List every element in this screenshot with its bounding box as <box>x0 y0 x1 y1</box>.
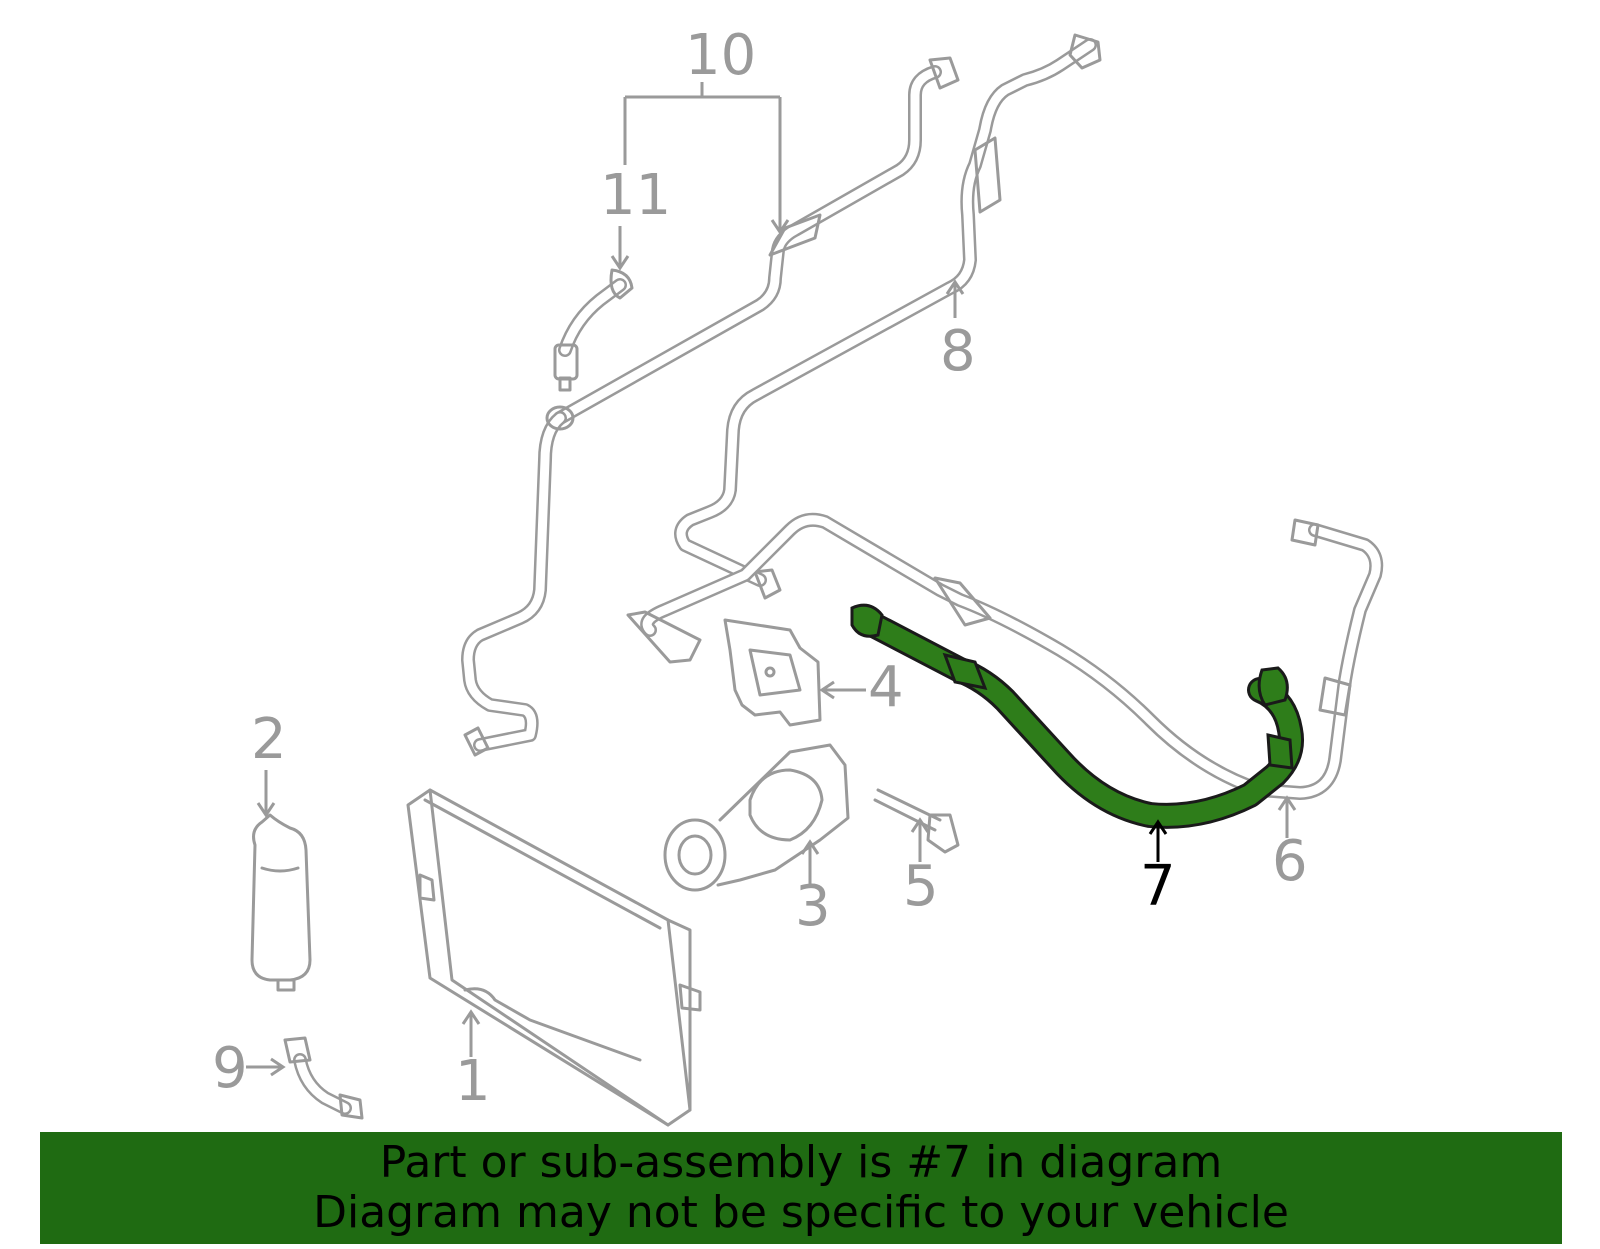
callout-8: 8 <box>940 279 976 384</box>
info-banner: Part or sub-assembly is #7 in diagram Di… <box>40 1132 1562 1244</box>
banner-line-1: Part or sub-assembly is #7 in diagram <box>379 1137 1223 1188</box>
callout-2-label: 2 <box>251 707 287 772</box>
callout-10: 10 <box>623 23 790 235</box>
callout-6: 6 <box>1272 795 1308 894</box>
callout-7: 7 <box>1140 819 1176 919</box>
part-5-bolt[interactable] <box>873 788 960 854</box>
part-7-hose[interactable] <box>850 603 1304 829</box>
callout-5: 5 <box>903 817 939 919</box>
part-10-tube[interactable] <box>461 56 960 757</box>
part-9-tube[interactable] <box>283 1036 364 1120</box>
part-3-compressor[interactable] <box>663 743 850 892</box>
callout-1: 1 <box>455 1009 491 1114</box>
part-2-drier[interactable] <box>250 813 312 992</box>
callout-3-label: 3 <box>795 874 831 939</box>
callout-8-label: 8 <box>940 319 976 384</box>
part-4-bracket[interactable] <box>723 618 822 727</box>
callout-2: 2 <box>251 707 287 818</box>
callout-4: 4 <box>819 655 904 720</box>
callout-1-label: 1 <box>455 1049 491 1114</box>
callout-4-label: 4 <box>868 655 904 720</box>
part-6-tube[interactable] <box>626 512 1384 800</box>
callout-11: 11 <box>600 163 671 271</box>
callout-9-label: 9 <box>212 1036 248 1101</box>
part-8-tube[interactable] <box>674 33 1102 600</box>
callout-9: 9 <box>212 1036 286 1101</box>
callout-10-label: 10 <box>685 23 756 88</box>
part-11-tube[interactable] <box>553 268 634 392</box>
callout-7-label: 7 <box>1140 854 1176 919</box>
banner-line-2: Diagram may not be specific to your vehi… <box>313 1187 1289 1238</box>
callout-5-label: 5 <box>903 854 939 919</box>
part-1-condenser[interactable] <box>406 788 702 1127</box>
callout-11-label: 11 <box>600 163 671 228</box>
callout-6-label: 6 <box>1272 829 1308 894</box>
callout-3: 3 <box>795 839 831 939</box>
